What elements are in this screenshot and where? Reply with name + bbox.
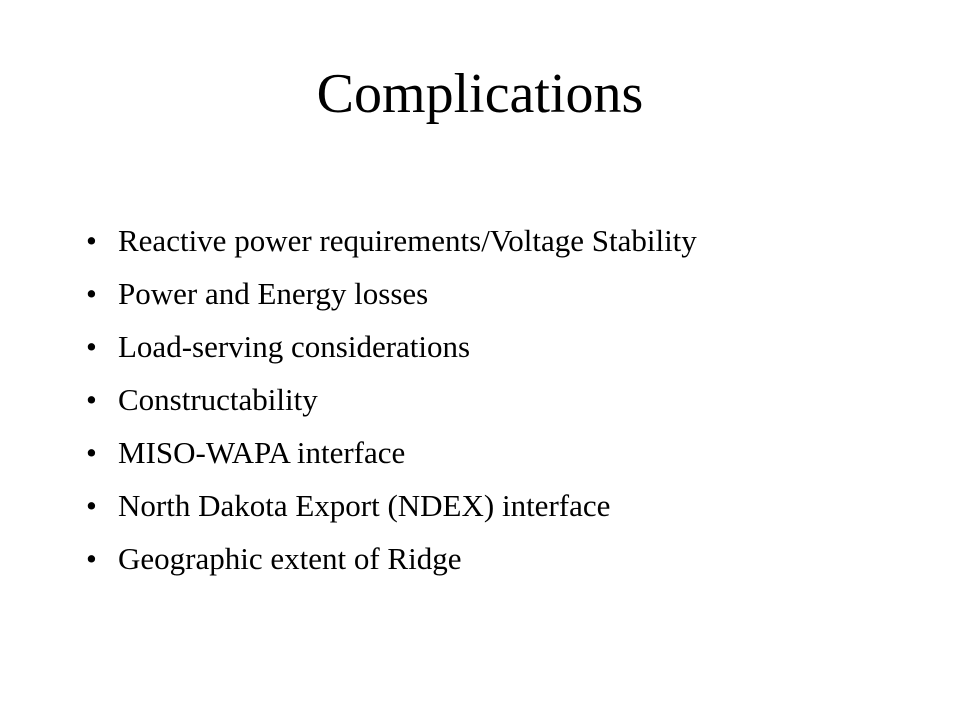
bullet-text: Reactive power requirements/Voltage Stab… [118,223,697,258]
bullet-text: MISO-WAPA interface [118,435,406,470]
bullet-text: Constructability [118,382,318,417]
bullet-item: • Power and Energy losses [86,271,697,324]
bullet-text: Power and Energy losses [118,276,429,311]
bullet-icon: • [86,382,97,417]
bullet-icon: • [86,541,97,576]
bullet-item: • Load-serving considerations [86,324,697,377]
bullet-text: Geographic extent of Ridge [118,541,462,576]
bullet-item: • Reactive power requirements/Voltage Sta… [86,218,697,271]
bullet-icon: • [86,488,97,523]
bullet-text: North Dakota Export (NDEX) interface [118,488,611,523]
bullet-icon: • [86,329,97,364]
bullet-item: • MISO-WAPA interface [86,430,697,483]
bullet-text: Load-serving considerations [118,329,471,364]
bullet-icon: • [86,435,97,470]
bullet-item: • Constructability [86,377,697,430]
bullet-icon: • [86,223,97,258]
bullet-list: • Reactive power requirements/Voltage Sta… [86,218,697,589]
bullet-icon: • [86,276,97,311]
slide-title: Complications [316,63,644,125]
bullet-item: • Geographic extent of Ridge [86,536,697,589]
bullet-item: • North Dakota Export (NDEX) interface [86,483,697,536]
